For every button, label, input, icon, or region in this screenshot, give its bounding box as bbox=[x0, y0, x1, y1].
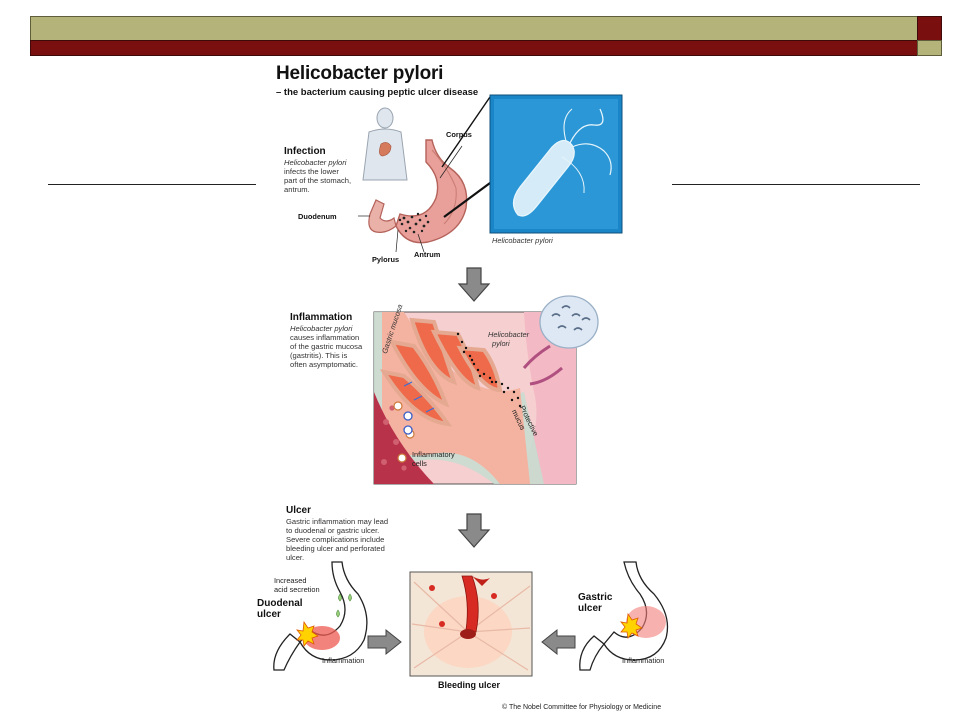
duodenal-ulcer-label: Duodenal ulcer bbox=[257, 598, 303, 620]
micrograph-caption: Helicobacter pylori bbox=[492, 236, 553, 245]
right-arrow bbox=[367, 628, 402, 656]
divider-right bbox=[672, 184, 920, 185]
gastric-mucosa-illustration bbox=[373, 311, 577, 485]
hp-label-inflammation: Helicobacter pylori bbox=[488, 330, 530, 348]
inflammation-heading: Inflammation bbox=[290, 312, 353, 323]
header-bar-maroon bbox=[30, 40, 919, 56]
duodenal-ulcer-stomach-illustration bbox=[273, 561, 368, 671]
gastric-ulcer-stomach-illustration bbox=[579, 561, 669, 671]
divider-left bbox=[48, 184, 256, 185]
bleeding-ulcer-illustration bbox=[409, 571, 533, 677]
human-figure-illustration bbox=[362, 107, 408, 181]
antrum-label: Antrum bbox=[414, 250, 441, 259]
inflammation-right-label: Inflammation bbox=[622, 656, 665, 665]
figure-subtitle: – the bacterium causing peptic ulcer dis… bbox=[276, 87, 479, 98]
ulcer-heading: Ulcer bbox=[286, 505, 312, 516]
stomach-illustration bbox=[358, 139, 468, 253]
hp-micrograph-image bbox=[489, 94, 623, 234]
gastric-ulcer-label: Gastric ulcer bbox=[578, 592, 613, 614]
zoom-connector-lines bbox=[441, 96, 491, 218]
corpus-label: Corpus bbox=[446, 130, 472, 139]
increased-acid-label: Increased acid secretion bbox=[274, 576, 320, 594]
inflammatory-cells-label: Inflammatory cells bbox=[412, 450, 455, 468]
left-arrow bbox=[541, 628, 576, 656]
down-arrow-2 bbox=[457, 513, 491, 548]
header-square-olive bbox=[917, 40, 942, 56]
copyright-footer: © The Nobel Committee for Physiology or … bbox=[502, 704, 662, 711]
bleeding-ulcer-label: Bleeding ulcer bbox=[438, 680, 501, 690]
infection-heading: Infection bbox=[284, 146, 326, 157]
header-bar-olive bbox=[30, 16, 919, 41]
duodenum-label: Duodenum bbox=[298, 212, 337, 221]
header-square-maroon bbox=[917, 16, 942, 41]
inflammation-left-label: Inflammation bbox=[322, 656, 365, 665]
down-arrow-1 bbox=[457, 267, 491, 302]
inflammation-text: Helicobacter pylori causes inflammation … bbox=[290, 324, 363, 369]
bacteria-magnifier-bubble bbox=[539, 295, 599, 349]
ulcer-text: Gastric inflammation may lead to duodena… bbox=[286, 517, 389, 562]
infection-text: Helicobacter pylori infects the lower pa… bbox=[284, 158, 352, 194]
pylorus-label: Pylorus bbox=[372, 255, 400, 264]
figure-title: Helicobacter pylori bbox=[276, 63, 444, 84]
